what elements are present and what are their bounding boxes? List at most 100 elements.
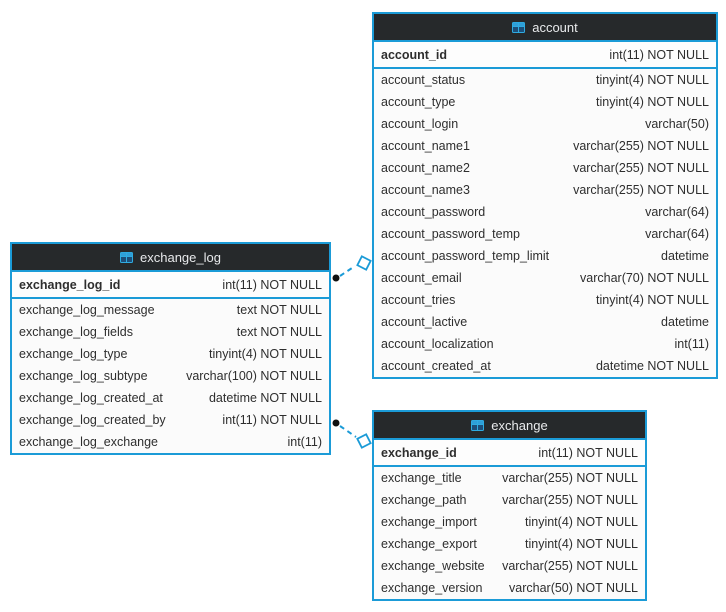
- column-type: tinyint(4) NOT NULL: [525, 515, 638, 529]
- table-grid-icon: [512, 21, 526, 33]
- column-type: tinyint(4) NOT NULL: [596, 73, 709, 87]
- table-column-row[interactable]: account_name3 varchar(255) NOT NULL: [374, 179, 716, 201]
- column-type: varchar(255) NOT NULL: [573, 139, 709, 153]
- table-column-row[interactable]: exchange_website varchar(255) NOT NULL: [374, 555, 645, 577]
- connector-diamond: [356, 255, 372, 271]
- column-name: exchange_website: [381, 559, 485, 573]
- column-type: datetime NOT NULL: [595, 359, 709, 373]
- table-column-row[interactable]: account_password_temp_limit datetime: [374, 245, 716, 267]
- table-grid-icon: [120, 251, 134, 263]
- column-name: exchange_import: [381, 515, 477, 529]
- column-name: account_email: [381, 271, 462, 285]
- column-name: account_name2: [381, 161, 470, 175]
- column-name: account_tries: [381, 293, 456, 307]
- column-name: account_password: [381, 205, 486, 219]
- column-name: exchange_log_exchange: [19, 435, 159, 449]
- column-name: exchange_log_message: [19, 303, 155, 317]
- column-name: exchange_log_created_by: [19, 413, 166, 427]
- column-name: account_name3: [381, 183, 470, 197]
- column-type: varchar(255) NOT NULL: [502, 559, 638, 573]
- column-type: int(11) NOT NULL: [222, 277, 322, 292]
- column-type: varchar(64): [645, 205, 709, 219]
- column-name: exchange_log_id: [19, 277, 121, 292]
- table-column-row[interactable]: account_type tinyint(4) NOT NULL: [374, 91, 716, 113]
- column-name: account_password_temp: [381, 227, 520, 241]
- column-type: int(11) NOT NULL: [222, 413, 322, 427]
- table-header[interactable]: exchange: [374, 412, 645, 440]
- column-name: account_login: [381, 117, 459, 131]
- column-name: account_localization: [381, 337, 494, 351]
- table-column-row[interactable]: exchange_version varchar(50) NOT NULL: [374, 577, 645, 599]
- table-column-row[interactable]: exchange_log_type tinyint(4) NOT NULL: [12, 343, 329, 365]
- column-type: datetime: [661, 315, 709, 329]
- column-type: tinyint(4) NOT NULL: [596, 95, 709, 109]
- table-column-row[interactable]: account_created_at datetime NOT NULL: [374, 355, 716, 377]
- table-node-exchange-log[interactable]: exchange_log exchange_log_id int(11) NOT…: [10, 242, 331, 455]
- primary-key-row[interactable]: exchange_log_id int(11) NOT NULL: [12, 272, 329, 299]
- column-type: datetime: [661, 249, 709, 263]
- connector-dot: [332, 419, 340, 427]
- column-name: exchange_log_type: [19, 347, 128, 361]
- relationship-connector-exchange-log-exchange[interactable]: [332, 419, 373, 450]
- table-column-row[interactable]: exchange_log_exchange int(11): [12, 431, 329, 453]
- table-column-row[interactable]: exchange_log_message text NOT NULL: [12, 299, 329, 321]
- table-node-exchange[interactable]: exchange exchange_id int(11) NOT NULL ex…: [372, 410, 647, 601]
- column-type: int(11) NOT NULL: [609, 47, 709, 62]
- column-name: account_lactive: [381, 315, 468, 329]
- column-type: int(11): [674, 337, 709, 351]
- column-type: varchar(255) NOT NULL: [573, 183, 709, 197]
- column-type: varchar(255) NOT NULL: [502, 471, 638, 485]
- primary-key-row[interactable]: account_id int(11) NOT NULL: [374, 42, 716, 69]
- column-name: account_password_temp_limit: [381, 249, 550, 263]
- table-column-row[interactable]: exchange_log_created_at datetime NOT NULL: [12, 387, 329, 409]
- column-name: account_type: [381, 95, 456, 109]
- column-type: int(11): [287, 435, 322, 449]
- table-header[interactable]: exchange_log: [12, 244, 329, 272]
- column-name: exchange_version: [381, 581, 483, 595]
- column-name: exchange_title: [381, 471, 462, 485]
- column-type: varchar(70) NOT NULL: [580, 271, 709, 285]
- column-type: varchar(255) NOT NULL: [573, 161, 709, 175]
- column-type: tinyint(4) NOT NULL: [525, 537, 638, 551]
- table-header[interactable]: account: [374, 14, 716, 42]
- table-column-row[interactable]: account_tries tinyint(4) NOT NULL: [374, 289, 716, 311]
- table-title: exchange_log: [140, 249, 221, 265]
- column-type: tinyint(4) NOT NULL: [596, 293, 709, 307]
- relationship-connector-exchange-log-account[interactable]: [332, 254, 373, 282]
- table-column-row[interactable]: account_name2 varchar(255) NOT NULL: [374, 157, 716, 179]
- column-name: exchange_log_fields: [19, 325, 133, 339]
- column-type: text NOT NULL: [236, 303, 322, 317]
- table-node-account[interactable]: account account_id int(11) NOT NULL acco…: [372, 12, 718, 379]
- primary-key-row[interactable]: exchange_id int(11) NOT NULL: [374, 440, 645, 467]
- column-name: exchange_log_subtype: [19, 369, 148, 383]
- table-column-row[interactable]: account_password varchar(64): [374, 201, 716, 223]
- column-type: tinyint(4) NOT NULL: [209, 347, 322, 361]
- table-column-row[interactable]: account_localization int(11): [374, 333, 716, 355]
- table-grid-icon: [471, 419, 485, 431]
- column-type: varchar(50) NOT NULL: [509, 581, 638, 595]
- table-column-row[interactable]: exchange_import tinyint(4) NOT NULL: [374, 511, 645, 533]
- column-name: account_created_at: [381, 359, 491, 373]
- table-column-row[interactable]: account_email varchar(70) NOT NULL: [374, 267, 716, 289]
- column-name: exchange_log_created_at: [19, 391, 163, 405]
- table-column-row[interactable]: exchange_title varchar(255) NOT NULL: [374, 467, 645, 489]
- table-column-row[interactable]: account_lactive datetime: [374, 311, 716, 333]
- column-type: int(11) NOT NULL: [538, 445, 638, 460]
- column-name: exchange_id: [381, 445, 457, 460]
- connector-dot: [332, 274, 340, 282]
- table-title: exchange: [491, 417, 548, 433]
- column-type: datetime NOT NULL: [208, 391, 322, 405]
- table-column-row[interactable]: exchange_log_created_by int(11) NOT NULL: [12, 409, 329, 431]
- table-title: account: [532, 19, 578, 35]
